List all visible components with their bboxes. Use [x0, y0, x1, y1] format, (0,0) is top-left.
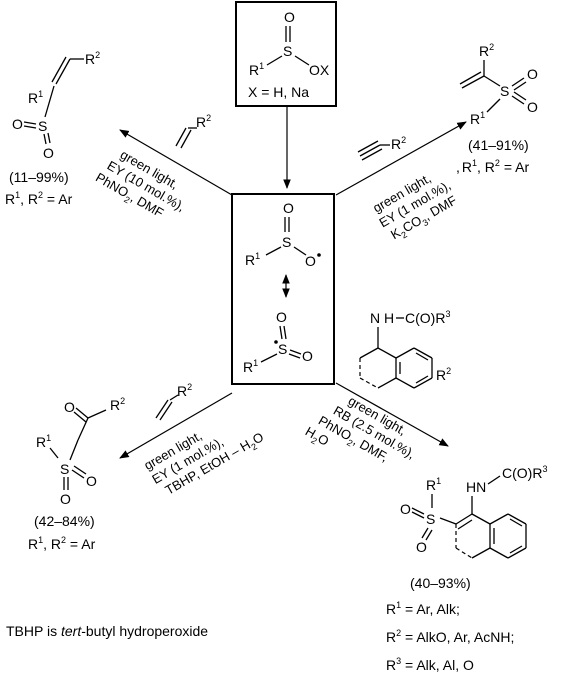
svg-text:O: O: [43, 145, 54, 161]
svg-text:R1: R1: [243, 358, 258, 375]
svg-text:O: O: [12, 116, 23, 132]
svg-text:S: S: [38, 118, 47, 134]
arrow-to-allyl-sulfone: [335, 121, 467, 196]
footnote-tbhp: TBHP is tert-butyl hydroperoxide: [6, 623, 208, 639]
svg-text:R2: R2: [479, 42, 494, 59]
atom-s: S: [283, 43, 292, 59]
arrow-to-naphthylamine-sulfone: [335, 382, 449, 447]
conditions-top-left: green light, EY (10 mol.%), PhNO2, DMF: [93, 147, 187, 221]
svg-text:R2: R2: [436, 366, 451, 383]
svg-text:O: O: [416, 539, 427, 555]
svg-text:R1: R1: [426, 476, 441, 493]
r3-definition-bottom-right: R3 = Alk, Al, O: [386, 656, 474, 673]
yield-bottom-left: (42–84%): [34, 513, 95, 529]
r-definition-bottom-left: R1, R2 = Ar: [28, 535, 96, 552]
svg-text:R1: R1: [28, 89, 43, 106]
svg-text:C(O)R3: C(O)R3: [502, 464, 547, 481]
r-definition-top-right: ,R1, R2 = Ar: [456, 158, 529, 175]
alkene-reactant-top-left: R2: [175, 113, 211, 149]
r-definition-top-left: R1, R2 = Ar: [5, 190, 73, 207]
svg-text:R1: R1: [36, 433, 51, 450]
naphthylamine-sulfone-product: HN C(O)R3 R1 S O O: [400, 464, 547, 559]
svg-text:N: N: [370, 310, 380, 326]
svg-text:O: O: [305, 253, 316, 269]
r1-definition-bottom-right: R1 = Ar, Alk;: [386, 600, 460, 617]
svg-text:R2: R2: [85, 50, 100, 67]
svg-text:R2: R2: [391, 135, 406, 152]
svg-text:O: O: [400, 501, 411, 517]
svg-text:S: S: [426, 511, 435, 527]
svg-text:S: S: [278, 341, 287, 357]
svg-text:R2: R2: [177, 382, 192, 399]
svg-text:O: O: [283, 200, 294, 216]
sulfinic-acid-structure: O S R1 OX X = H, Na: [248, 9, 330, 100]
conditions-top-right: green light, EY (1 mol.%), K2CO3, DMF: [370, 170, 459, 242]
arrow-to-keto-sulfone: [119, 392, 233, 459]
atom-o: O: [284, 9, 295, 25]
r1-label: R1: [249, 61, 264, 78]
reagent-box: [235, 1, 337, 107]
svg-text:S: S: [60, 461, 69, 477]
svg-text:C(O)R3: C(O)R3: [405, 309, 450, 326]
svg-text:O: O: [302, 348, 313, 364]
yield-top-left: (11–99%): [9, 169, 69, 185]
svg-text:O: O: [86, 473, 97, 489]
allyl-sulfone-product: R2 S O O R1: [459, 42, 538, 127]
r2-definition-bottom-right: R2 = AlkO, Ar, AcNH;: [386, 628, 514, 645]
svg-text:H: H: [384, 310, 394, 326]
svg-text:O: O: [527, 66, 538, 82]
conditions-bottom-right: green light, RB (2.5 mol.%), PhNO2, DMF,…: [303, 393, 418, 465]
svg-text:S: S: [500, 83, 509, 99]
svg-text:HN: HN: [466, 479, 486, 495]
svg-text:O: O: [276, 309, 287, 325]
svg-text:R1: R1: [245, 251, 260, 268]
naphthylamine-reactant: N H C(O)R3 R2: [359, 309, 451, 389]
svg-text:R2: R2: [110, 396, 125, 413]
sulfonyl-radical-a: O S R1 O: [245, 200, 321, 269]
sulfonyl-radical-b: O S O R1: [243, 309, 313, 375]
alkene-reactant-bottom-left: R2: [155, 382, 192, 421]
yield-top-right: (41–91%): [468, 137, 529, 153]
svg-text:S: S: [282, 234, 291, 250]
svg-text:R2: R2: [196, 113, 211, 130]
conditions-bottom-left: green light, EY (1 mol.%), TBHP, EtOH – …: [141, 428, 266, 498]
svg-text:O: O: [527, 99, 538, 115]
arrow-to-vinyl-sulfone: [119, 129, 233, 196]
vinyl-sulfone-product: R2 R1 S O O: [12, 50, 100, 161]
svg-text:O: O: [60, 491, 71, 507]
svg-text:R1: R1: [470, 110, 485, 127]
svg-text:O: O: [64, 399, 75, 415]
radical-box: [231, 193, 335, 385]
keto-sulfone-product: O R2 R1 S O O: [36, 396, 125, 507]
x-definition: X = H, Na: [248, 84, 309, 100]
alkyne-reactant-top-right: R2: [357, 135, 406, 161]
ox-group: OX: [309, 62, 330, 78]
yield-bottom-right: (40–93%): [410, 575, 471, 591]
